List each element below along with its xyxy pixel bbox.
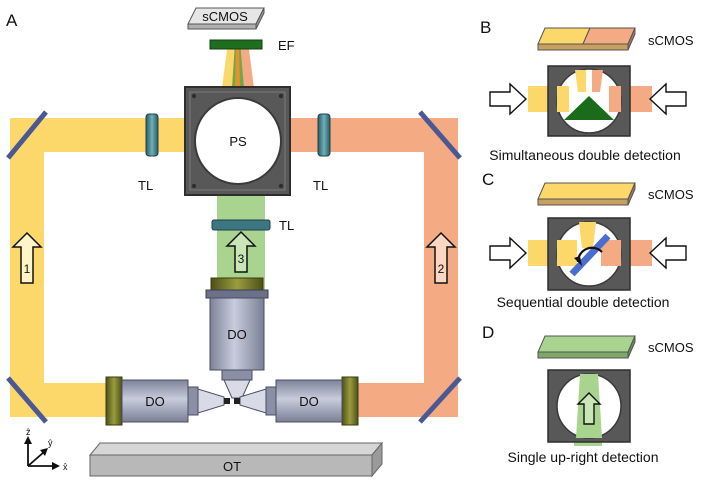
camera-b-label: sCMOS: [648, 33, 694, 48]
optical-table: OT: [88, 441, 384, 478]
caption-b: Simultaneous double detection: [489, 147, 680, 163]
panel-label-d: D: [482, 323, 494, 342]
beam-path-right: [285, 118, 458, 417]
coordinate-axes: ẑ ŷ x̂: [24, 427, 68, 472]
objective-vertical-label: DO: [227, 327, 247, 342]
objective-right-label: DO: [299, 394, 319, 409]
splitter-c: [547, 217, 631, 291]
tube-lens-right: TL: [313, 113, 331, 193]
camera-main: sCMOS: [187, 7, 265, 30]
mirror-bottom-right: [418, 376, 462, 424]
arrow-path-2: 2: [425, 231, 457, 284]
camera-d-label: sCMOS: [648, 340, 694, 355]
tube-lens-left-label: TL: [138, 178, 153, 193]
arrow-b-right: [648, 82, 687, 116]
emission-filter-label: EF: [278, 38, 295, 53]
arrow-path-3: 3: [225, 230, 257, 273]
camera-d: [537, 335, 636, 359]
panel-label-b: B: [480, 18, 491, 37]
arrow-c-right: [648, 236, 687, 270]
tube-lens-bottom: TL: [211, 218, 294, 233]
beam-c: [528, 240, 652, 266]
objective-vertical: DO: [205, 277, 269, 399]
axis-x-label: x̂: [63, 462, 68, 472]
camera-c: [537, 182, 636, 206]
splitter-d: [547, 369, 631, 446]
caption-d: Single up-right detection: [508, 449, 659, 465]
svg-text:3: 3: [238, 252, 245, 266]
camera-b: [537, 27, 636, 51]
axis-z-label: ẑ: [26, 427, 31, 437]
emission-filter: EF: [209, 38, 295, 53]
mirror-top-right: [418, 110, 462, 160]
mirror-bottom-left: [6, 376, 48, 424]
prism-label: PS: [229, 134, 247, 149]
panel-label-c: C: [482, 170, 494, 189]
tube-lens-bottom-label: TL: [279, 218, 294, 233]
arrow-b-left: [489, 82, 528, 116]
splitter-b: [547, 65, 631, 137]
camera-c-label: sCMOS: [648, 187, 694, 202]
table-label: OT: [223, 459, 241, 474]
mirror-top-left: [6, 110, 48, 160]
beam-path-left: [10, 118, 190, 417]
tube-lens-left: TL: [138, 113, 159, 193]
svg-text:1: 1: [24, 262, 31, 276]
arrow-c-left: [489, 236, 528, 270]
objective-right: DO: [234, 376, 359, 426]
camera-main-label: sCMOS: [202, 9, 248, 24]
svg-text:2: 2: [438, 262, 445, 276]
panel-label-a: A: [6, 11, 18, 30]
caption-c: Sequential double detection: [497, 294, 670, 310]
tube-lens-right-label: TL: [313, 178, 328, 193]
prism-splitter: PS: [184, 86, 291, 196]
objective-left: DO: [105, 376, 230, 426]
arrow-path-1: 1: [11, 231, 43, 284]
objective-left-label: DO: [145, 394, 165, 409]
beam-to-camera: [222, 42, 254, 88]
axis-y-label: ŷ: [48, 438, 53, 448]
